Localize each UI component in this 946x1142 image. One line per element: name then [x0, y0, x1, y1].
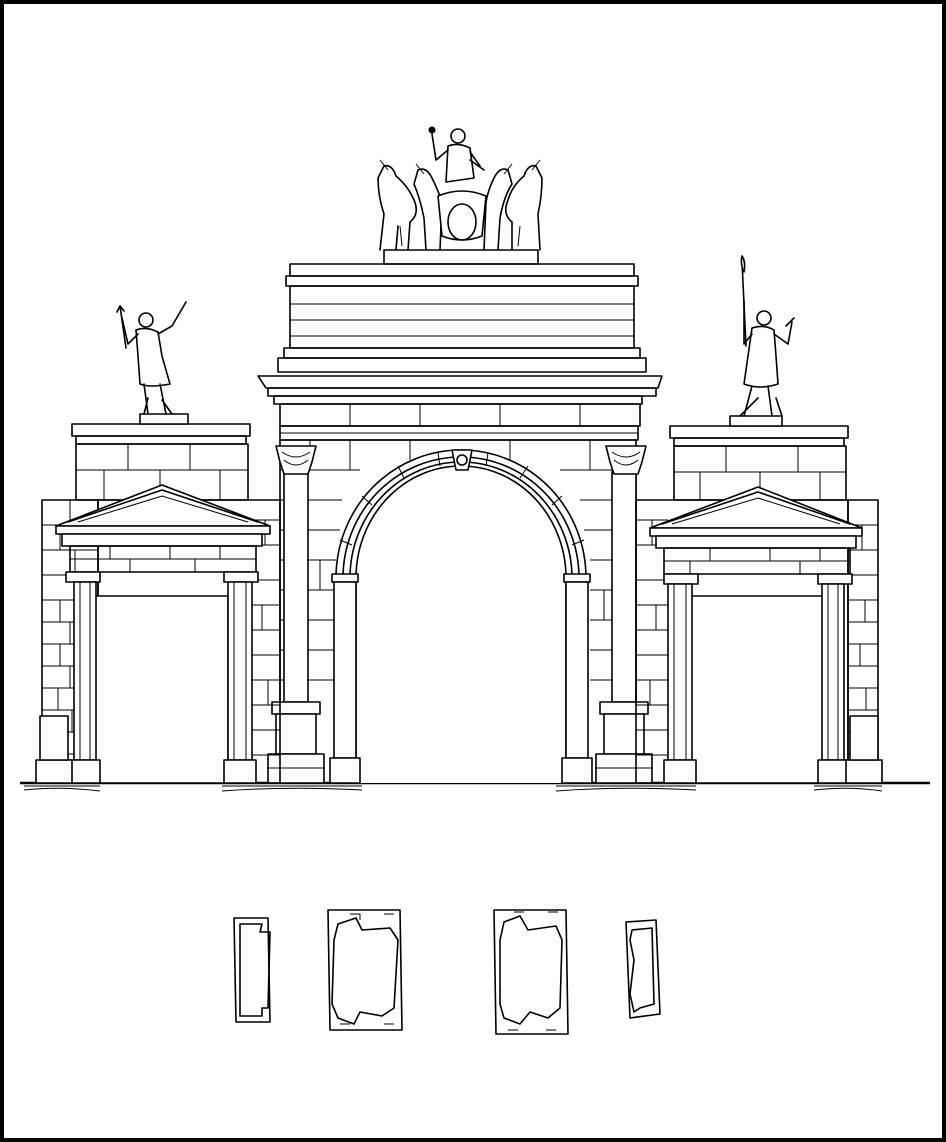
pier-plan-1: [233, 917, 271, 1023]
pier-plan-4: [625, 919, 661, 1019]
pier-plan-3: [493, 909, 569, 1035]
quadriga-statue: [377, 126, 543, 251]
right-warrior-statue: [729, 255, 795, 427]
central-arch: [267, 439, 653, 784]
ground-line: [20, 781, 930, 792]
left-warrior-statue: [116, 301, 189, 425]
right-bay: [635, 486, 883, 784]
left-bay: [35, 484, 281, 784]
pier-plan-2: [327, 909, 403, 1031]
right-upper-block: [669, 425, 849, 501]
attic: [257, 249, 663, 441]
